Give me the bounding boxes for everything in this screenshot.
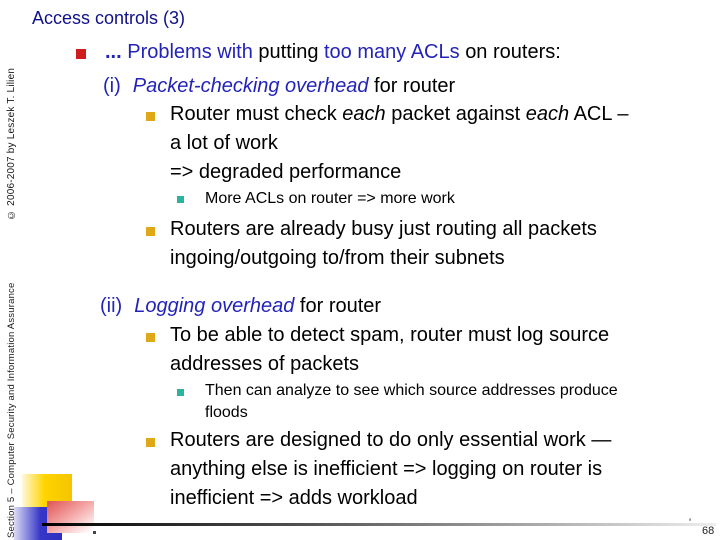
bullet-essential-work-line2: anything else is inefficient => logging … xyxy=(170,458,603,480)
sidebar-copyright-text: © 2006-2007 by Leszek T. Lilien xyxy=(6,67,17,220)
bullet-essential-work-line3: inefficient => adds workload xyxy=(170,487,418,509)
bullet-logging-spam-line2: addresses of packets xyxy=(170,353,359,375)
intro-line: ... Problems with putting too many ACLs … xyxy=(105,41,561,63)
bullet-packet-check-line3: => degraded performance xyxy=(170,161,402,183)
decoration-pink-square xyxy=(47,501,94,533)
bullet-square-gold xyxy=(146,227,155,236)
bullet-routers-busy: Routers are already busy just routing al… xyxy=(170,215,597,273)
bullet-routers-busy-line2: ingoing/outgoing to/from their subnets xyxy=(170,247,505,269)
bullet-square-gold xyxy=(146,112,155,121)
bullet-routers-busy-line1: Routers are already busy just routing al… xyxy=(170,218,597,240)
footer-gradient-rule xyxy=(42,523,716,526)
bullet-packet-check-line1: Router must check each packet against ea… xyxy=(170,103,629,125)
intro-ellipsis: ... xyxy=(105,41,122,63)
heading-ii: (ii)Logging overhead for router xyxy=(100,295,382,317)
subbullet-more-acls: More ACLs on router => more work xyxy=(205,190,455,207)
heading-i-title: Packet-checking overhead xyxy=(132,75,369,97)
subbullet-analyze-line1: Then can analyze to see which source add… xyxy=(205,382,618,399)
bullet-packet-check: Router must check each packet against ea… xyxy=(170,100,628,187)
bullet-logging-spam-line1: To be able to detect spam, router must l… xyxy=(170,324,610,346)
bullet-square-red xyxy=(76,49,86,59)
heading-ii-title: Logging overhead xyxy=(134,295,295,317)
bullet-square-gold xyxy=(146,333,155,342)
bullet-square-teal xyxy=(177,389,184,396)
bullet-square-gold xyxy=(146,438,155,447)
subbullet-analyze-line2: floods xyxy=(205,404,248,421)
sidebar-section-text: Section 5 – Computer Security and Inform… xyxy=(6,282,17,539)
bullet-packet-check-line2: a lot of work xyxy=(170,132,278,154)
bullet-square-teal xyxy=(177,196,184,203)
heading-i-number: (i) xyxy=(103,75,121,97)
bullet-essential-work: Routers are designed to do only essentia… xyxy=(170,426,611,513)
slide-title: Access controls (3) xyxy=(32,8,186,28)
bullet-logging-spam: To be able to detect spam, router must l… xyxy=(170,321,609,379)
footer-dot xyxy=(93,531,96,534)
heading-i: (i)Packet-checking overhead for router xyxy=(103,75,456,97)
heading-ii-number: (ii) xyxy=(100,295,123,317)
subbullet-analyze: Then can analyze to see which source add… xyxy=(205,380,618,424)
page-number: 68 xyxy=(702,525,715,537)
bullet-essential-work-line1: Routers are designed to do only essentia… xyxy=(170,429,612,451)
